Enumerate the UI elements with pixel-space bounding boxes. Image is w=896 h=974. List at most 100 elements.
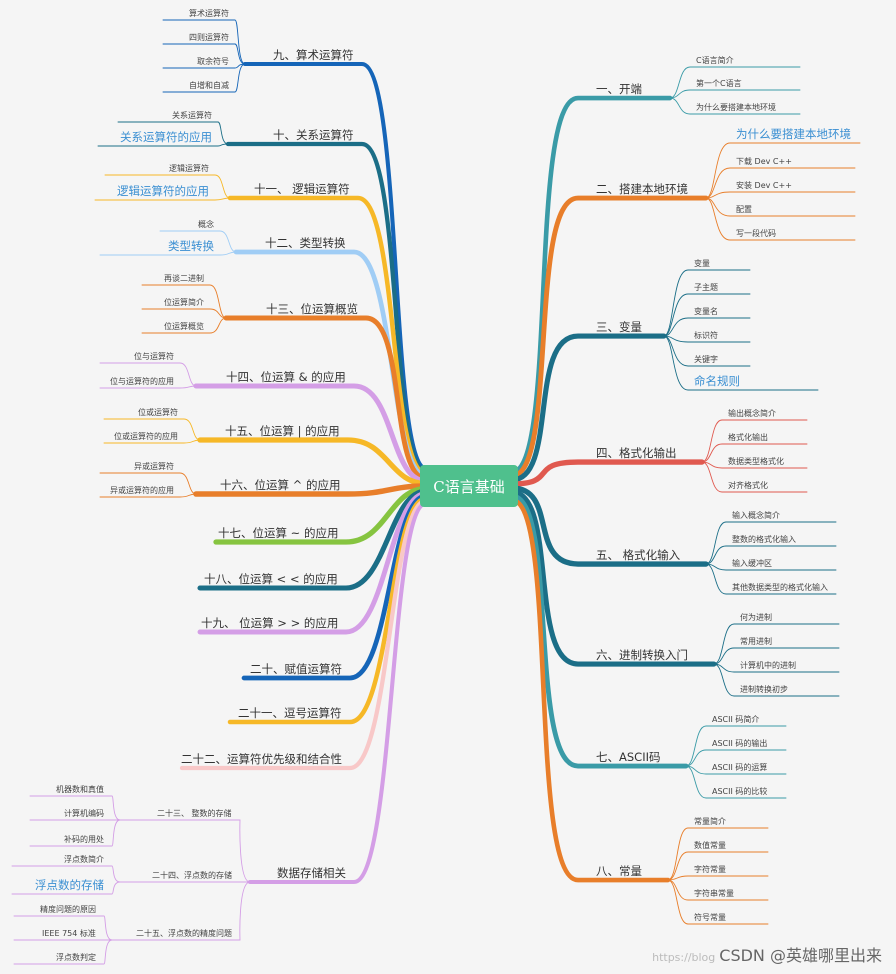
branch-label[interactable]: 十四、位运算 & 的应用 (226, 370, 346, 384)
leaf-label[interactable]: 为什么要搭建本地环境 (736, 127, 851, 141)
leaf-label[interactable]: 输入概念简介 (732, 511, 780, 520)
branch-label[interactable]: 十三、位运算概览 (266, 302, 358, 316)
branch-label[interactable]: 十二、类型转换 (265, 236, 346, 250)
leaf-label[interactable]: 取余符号 (197, 57, 229, 66)
branch-label[interactable]: 数据存储相关 (277, 866, 346, 880)
leaf-label[interactable]: 格式化输出 (728, 433, 768, 442)
leaf-label[interactable]: 数据类型格式化 (728, 457, 784, 466)
leaf-label[interactable]: 关键字 (694, 355, 718, 364)
leaf-label[interactable]: 写一段代码 (736, 229, 776, 238)
leaf-label[interactable]: 补码的用处 (64, 835, 104, 844)
leaf-label[interactable]: 四则运算符 (189, 33, 229, 42)
branch-label[interactable]: 八、常量 (596, 864, 642, 878)
leaf-label[interactable]: ASCII 码的输出 (712, 739, 768, 748)
leaf-label[interactable]: 何为进制 (740, 613, 772, 622)
leaf-label[interactable]: 计算机编码 (64, 809, 104, 818)
leaf-label[interactable]: 机器数和真值 (56, 785, 104, 794)
leaf-label[interactable]: 字符常量 (694, 865, 726, 874)
leaf-label[interactable]: 其他数据类型的格式化输入 (732, 583, 828, 592)
leaf-label[interactable]: 变量 (694, 259, 710, 268)
sub-label[interactable]: 二十四、浮点数的存储 (152, 871, 232, 880)
leaf-label[interactable]: 异或运算符的应用 (110, 486, 174, 495)
leaf-label[interactable]: 常用进制 (740, 637, 772, 646)
leaf-label[interactable]: 位与运算符 (134, 352, 174, 361)
branch-label[interactable]: 二十二、运算符优先级和结合性 (181, 752, 342, 766)
branch-label[interactable]: 二十一、逗号运算符 (238, 706, 342, 720)
sub-label[interactable]: 二十五、浮点数的精度问题 (136, 929, 232, 938)
leaf-label[interactable]: 位与运算符的应用 (110, 377, 174, 386)
leaf-label[interactable]: 逻辑运算符 (169, 164, 209, 173)
branch-connector (509, 485, 709, 567)
leaf-label[interactable]: 命名规则 (694, 374, 740, 388)
leaf-label[interactable]: 输出概念简介 (728, 409, 776, 418)
leaf-label[interactable]: 再谈二进制 (164, 274, 204, 283)
branch-label[interactable]: 十八、位运算 < < 的应用 (204, 572, 338, 586)
leaf-label[interactable]: 浮点数的存储 (35, 878, 104, 892)
leaf-label[interactable]: 关系运算符 (172, 111, 212, 120)
leaf-connector (99, 472, 197, 495)
leaf-label[interactable]: 自增和自减 (189, 81, 229, 90)
leaf-label[interactable]: 字符串常量 (694, 889, 734, 898)
branch-label[interactable]: 十六、位运算 ^ 的应用 (220, 478, 341, 492)
leaf-connector (667, 827, 769, 881)
branch-label[interactable]: 三、变量 (596, 320, 642, 334)
leaf-label[interactable]: 第一个C语言 (696, 79, 742, 88)
leaf-connector (663, 335, 751, 343)
leaf-connector (162, 63, 246, 93)
leaf-label[interactable]: 位运算概览 (164, 322, 204, 331)
leaf-label[interactable]: 安装 Dev C++ (736, 181, 792, 190)
leaf-label[interactable]: 类型转换 (168, 239, 214, 253)
leaf-label[interactable]: 位或运算符的应用 (114, 432, 178, 441)
leaf-connector (705, 521, 837, 565)
leaf-label[interactable]: 算术运算符 (189, 9, 229, 18)
branch-label[interactable]: 二十、赋值运算符 (250, 662, 342, 676)
sub-label[interactable]: 二十三、 整数的存储 (157, 809, 232, 818)
leaf-label[interactable]: 关系运算符的应用 (120, 130, 212, 144)
leaf-label[interactable]: C语言简介 (696, 56, 734, 65)
leaf-label[interactable]: 数值常量 (694, 841, 726, 850)
leaf-label[interactable]: 异或运算符 (134, 462, 174, 471)
branch-label[interactable]: 一、开端 (596, 82, 642, 96)
leaf-label[interactable]: 对齐格式化 (728, 481, 768, 490)
leaf-label[interactable]: 子主题 (694, 283, 718, 292)
leaf-label[interactable]: 精度问题的原因 (40, 905, 96, 914)
leaf-label[interactable]: 进制转换初步 (740, 685, 788, 694)
leaf-label[interactable]: 变量名 (694, 307, 718, 316)
branch-label[interactable]: 十一、 逻辑运算符 (254, 182, 350, 196)
leaf-label[interactable]: ASCII 码简介 (712, 715, 760, 724)
leaf-label[interactable]: 计算机中的进制 (740, 661, 796, 670)
leaf-connector (667, 875, 769, 881)
leaf-label[interactable]: 位运算简介 (164, 298, 204, 307)
leaf-label[interactable]: 位或运算符 (138, 408, 178, 417)
root-node[interactable]: C语言基础 (420, 465, 518, 507)
branch-label[interactable]: 十九、 位运算 > > 的应用 (201, 616, 339, 630)
leaf-label[interactable]: 逻辑运算符的应用 (117, 184, 209, 198)
leaf-label[interactable]: IEEE 754 标准 (42, 929, 96, 938)
branch-connector (509, 493, 689, 769)
branch-label[interactable]: 九、算术运算符 (273, 48, 354, 62)
branch-label[interactable]: 十五、位运算 | 的应用 (225, 424, 340, 438)
leaf-connector (713, 663, 840, 697)
leaf-label[interactable]: 浮点数简介 (64, 855, 104, 864)
leaf-label[interactable]: 浮点数判定 (56, 953, 96, 962)
leaf-label[interactable]: ASCII 码的比较 (712, 787, 768, 796)
leaf-label[interactable]: 输入缓冲区 (732, 559, 772, 568)
leaf-label[interactable]: 概念 (198, 220, 214, 229)
leaf-label[interactable]: 下载 Dev C++ (736, 157, 792, 166)
branch-label[interactable]: 四、格式化输出 (596, 446, 677, 460)
leaf-label[interactable]: 配置 (736, 205, 752, 214)
leaf-label[interactable]: 符号常量 (694, 913, 726, 922)
leaf-label[interactable]: 整数的格式化输入 (732, 535, 796, 544)
leaf-label[interactable]: 为什么要搭建本地环境 (696, 103, 776, 112)
branch-label[interactable]: 五、 格式化输入 (596, 548, 681, 562)
branch-label[interactable]: 六、进制转换入门 (596, 648, 688, 662)
leaf-label[interactable]: ASCII 码的运算 (712, 763, 768, 772)
branch-label[interactable]: 十七、位运算 ~ 的应用 (218, 526, 339, 540)
branch-label[interactable]: 二、搭建本地环境 (596, 182, 688, 196)
leaf-label[interactable]: 标识符 (694, 331, 718, 340)
branch-connector (227, 195, 429, 476)
branch-label[interactable]: 十、关系运算符 (273, 128, 354, 142)
branch-label[interactable]: 七、ASCII码 (596, 750, 661, 764)
leaf-label[interactable]: 常量简介 (694, 817, 726, 826)
